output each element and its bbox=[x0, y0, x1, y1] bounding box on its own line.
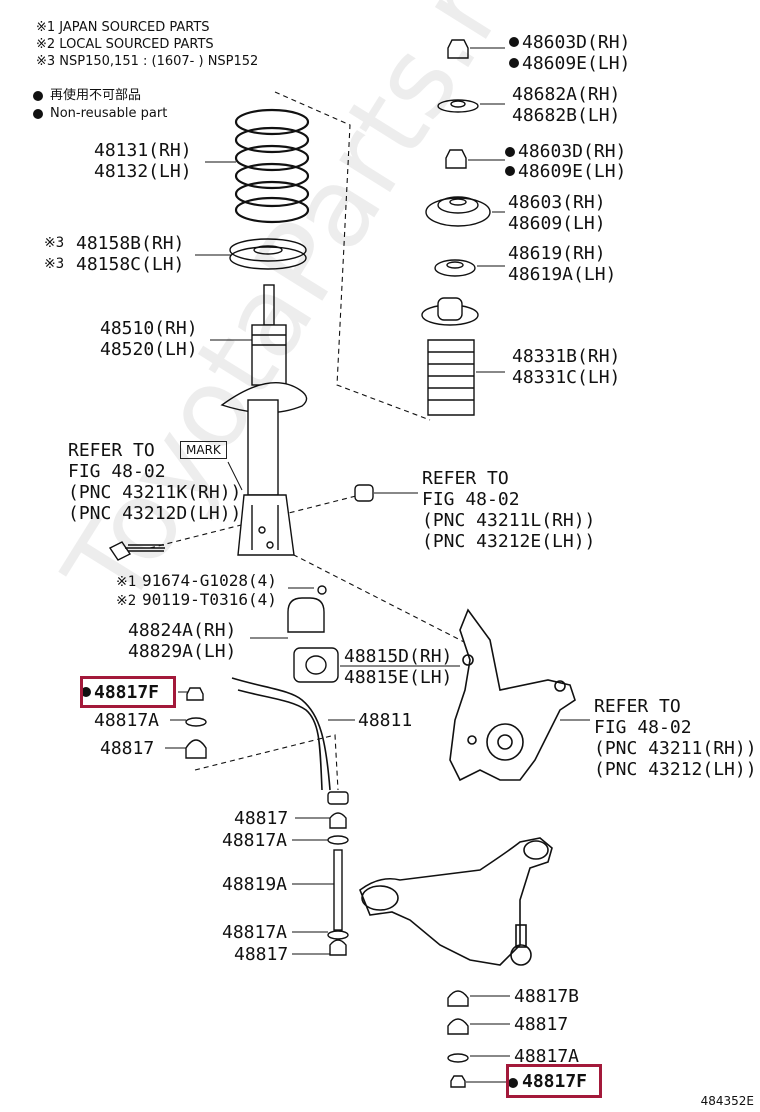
refer-right-line1: REFER TO bbox=[594, 696, 681, 717]
top-nut-2 bbox=[445, 149, 467, 169]
label-48510[interactable]: 48510(RH) bbox=[100, 318, 198, 339]
note-model-range: ※3 NSP150,151 : (1607- ) NSP152 bbox=[36, 54, 259, 69]
note3-marker-1: ※3 bbox=[44, 235, 65, 251]
label-48603D-2[interactable]: 48603D(RH) bbox=[518, 141, 627, 162]
label-48817-d[interactable]: 48817 bbox=[514, 1014, 569, 1035]
refer-right-line4: (PNC 43212(LH)) bbox=[594, 759, 757, 780]
legend-non-reusable-jp: 再使用不可部品 bbox=[50, 88, 142, 103]
label-48817-a[interactable]: 48817 bbox=[100, 738, 155, 759]
shock-absorber bbox=[220, 284, 308, 556]
label-48609[interactable]: 48609(LH) bbox=[508, 213, 606, 234]
label-48331B[interactable]: 48331B(RH) bbox=[512, 346, 621, 367]
label-48817A-c[interactable]: 48817A bbox=[222, 922, 288, 943]
refer-right-line2[interactable]: FIG 48-02 bbox=[594, 717, 692, 738]
refer-right-line3: (PNC 43211(RH)) bbox=[594, 738, 757, 759]
label-48817-b[interactable]: 48817 bbox=[234, 808, 289, 829]
note3-marker-2: ※3 bbox=[44, 256, 65, 272]
refer-mid-line4: (PNC 43212E(LH)) bbox=[422, 531, 596, 552]
label-48824A[interactable]: 48824A(RH) bbox=[128, 620, 237, 641]
refer-mid-line1: REFER TO bbox=[422, 468, 509, 489]
strut-nut bbox=[354, 484, 374, 502]
label-48815E[interactable]: 48815E(LH) bbox=[344, 667, 453, 688]
label-48682A[interactable]: 48682A(RH) bbox=[512, 84, 621, 105]
figure-code: 484352E bbox=[700, 1094, 754, 1108]
steering-knuckle bbox=[449, 608, 576, 782]
top-nut-1 bbox=[447, 39, 469, 59]
label-48817-c[interactable]: 48817 bbox=[234, 944, 289, 965]
legend-non-reusable-en: Non-reusable part bbox=[50, 106, 168, 121]
label-48817F-top[interactable]: 48817F bbox=[94, 682, 160, 703]
bump-stop-boot bbox=[421, 297, 479, 416]
label-48682B[interactable]: 48682B(LH) bbox=[512, 105, 621, 126]
note1-marker: ※1 bbox=[116, 574, 137, 590]
label-48619[interactable]: 48619(RH) bbox=[508, 243, 606, 264]
support-48603 bbox=[425, 196, 491, 227]
bearing-48619 bbox=[434, 259, 476, 277]
label-48603[interactable]: 48603(RH) bbox=[508, 192, 606, 213]
label-48815D[interactable]: 48815D(RH) bbox=[344, 646, 453, 667]
label-48331C[interactable]: 48331C(LH) bbox=[512, 367, 621, 388]
label-48609E-2[interactable]: 48609E(LH) bbox=[518, 161, 627, 182]
refer-left-line2[interactable]: FIG 48-02 bbox=[68, 461, 166, 482]
label-48817F-bottom[interactable]: 48817F bbox=[522, 1071, 588, 1092]
label-48158C[interactable]: 48158C(LH) bbox=[76, 254, 185, 275]
refer-left-line3: (PNC 43211K(RH)) bbox=[68, 482, 242, 503]
left-bushing-48817 bbox=[185, 739, 207, 759]
label-48520[interactable]: 48520(LH) bbox=[100, 339, 198, 360]
stabilizer-bracket bbox=[287, 585, 327, 633]
refer-mid-line2[interactable]: FIG 48-02 bbox=[422, 489, 520, 510]
label-48603D[interactable]: 48603D(RH) bbox=[522, 32, 631, 53]
left-nut-48817F bbox=[186, 687, 204, 701]
label-48132[interactable]: 48132(LH) bbox=[94, 161, 192, 182]
lower-control-arm bbox=[359, 837, 553, 966]
strut-bolt bbox=[108, 541, 165, 561]
label-48829A[interactable]: 48829A(LH) bbox=[128, 641, 237, 662]
label-48817A-d[interactable]: 48817A bbox=[514, 1046, 580, 1067]
label-48817A-b[interactable]: 48817A bbox=[222, 830, 288, 851]
label-48811[interactable]: 48811 bbox=[358, 710, 413, 731]
label-48817B[interactable]: 48817B bbox=[514, 986, 580, 1007]
label-48819A[interactable]: 48819A bbox=[222, 874, 288, 895]
note2-marker: ※2 bbox=[116, 593, 137, 609]
washer-48682 bbox=[437, 99, 479, 113]
refer-left-line1: REFER TO bbox=[68, 440, 155, 461]
highlight-48817F-bottom bbox=[506, 1064, 602, 1098]
link-stack bbox=[327, 791, 349, 956]
mark-box: MARK bbox=[180, 441, 227, 459]
stabilizer-bushing bbox=[293, 647, 339, 683]
label-90119[interactable]: 90119-T0316(4) bbox=[142, 590, 277, 609]
refer-left-line4: (PNC 43212D(LH)) bbox=[68, 503, 242, 524]
highlight-48817F-top bbox=[80, 676, 176, 708]
stabilizer-bar bbox=[231, 677, 331, 791]
coil-spring bbox=[234, 108, 310, 224]
label-48609E[interactable]: 48609E(LH) bbox=[522, 53, 631, 74]
label-48619A[interactable]: 48619A(LH) bbox=[508, 264, 617, 285]
label-48817A-a[interactable]: 48817A bbox=[94, 710, 160, 731]
refer-mid-line3: (PNC 43211L(RH)) bbox=[422, 510, 596, 531]
note-japan-sourced: ※1 JAPAN SOURCED PARTS bbox=[36, 20, 210, 35]
label-48131[interactable]: 48131(RH) bbox=[94, 140, 192, 161]
bottom-stack bbox=[447, 990, 469, 1088]
left-washer-48817A bbox=[185, 717, 207, 727]
label-91674[interactable]: 91674-G1028(4) bbox=[142, 571, 277, 590]
label-48158B[interactable]: 48158B(RH) bbox=[76, 233, 185, 254]
note-local-sourced: ※2 LOCAL SOURCED PARTS bbox=[36, 37, 214, 52]
spring-insulator bbox=[229, 238, 307, 270]
